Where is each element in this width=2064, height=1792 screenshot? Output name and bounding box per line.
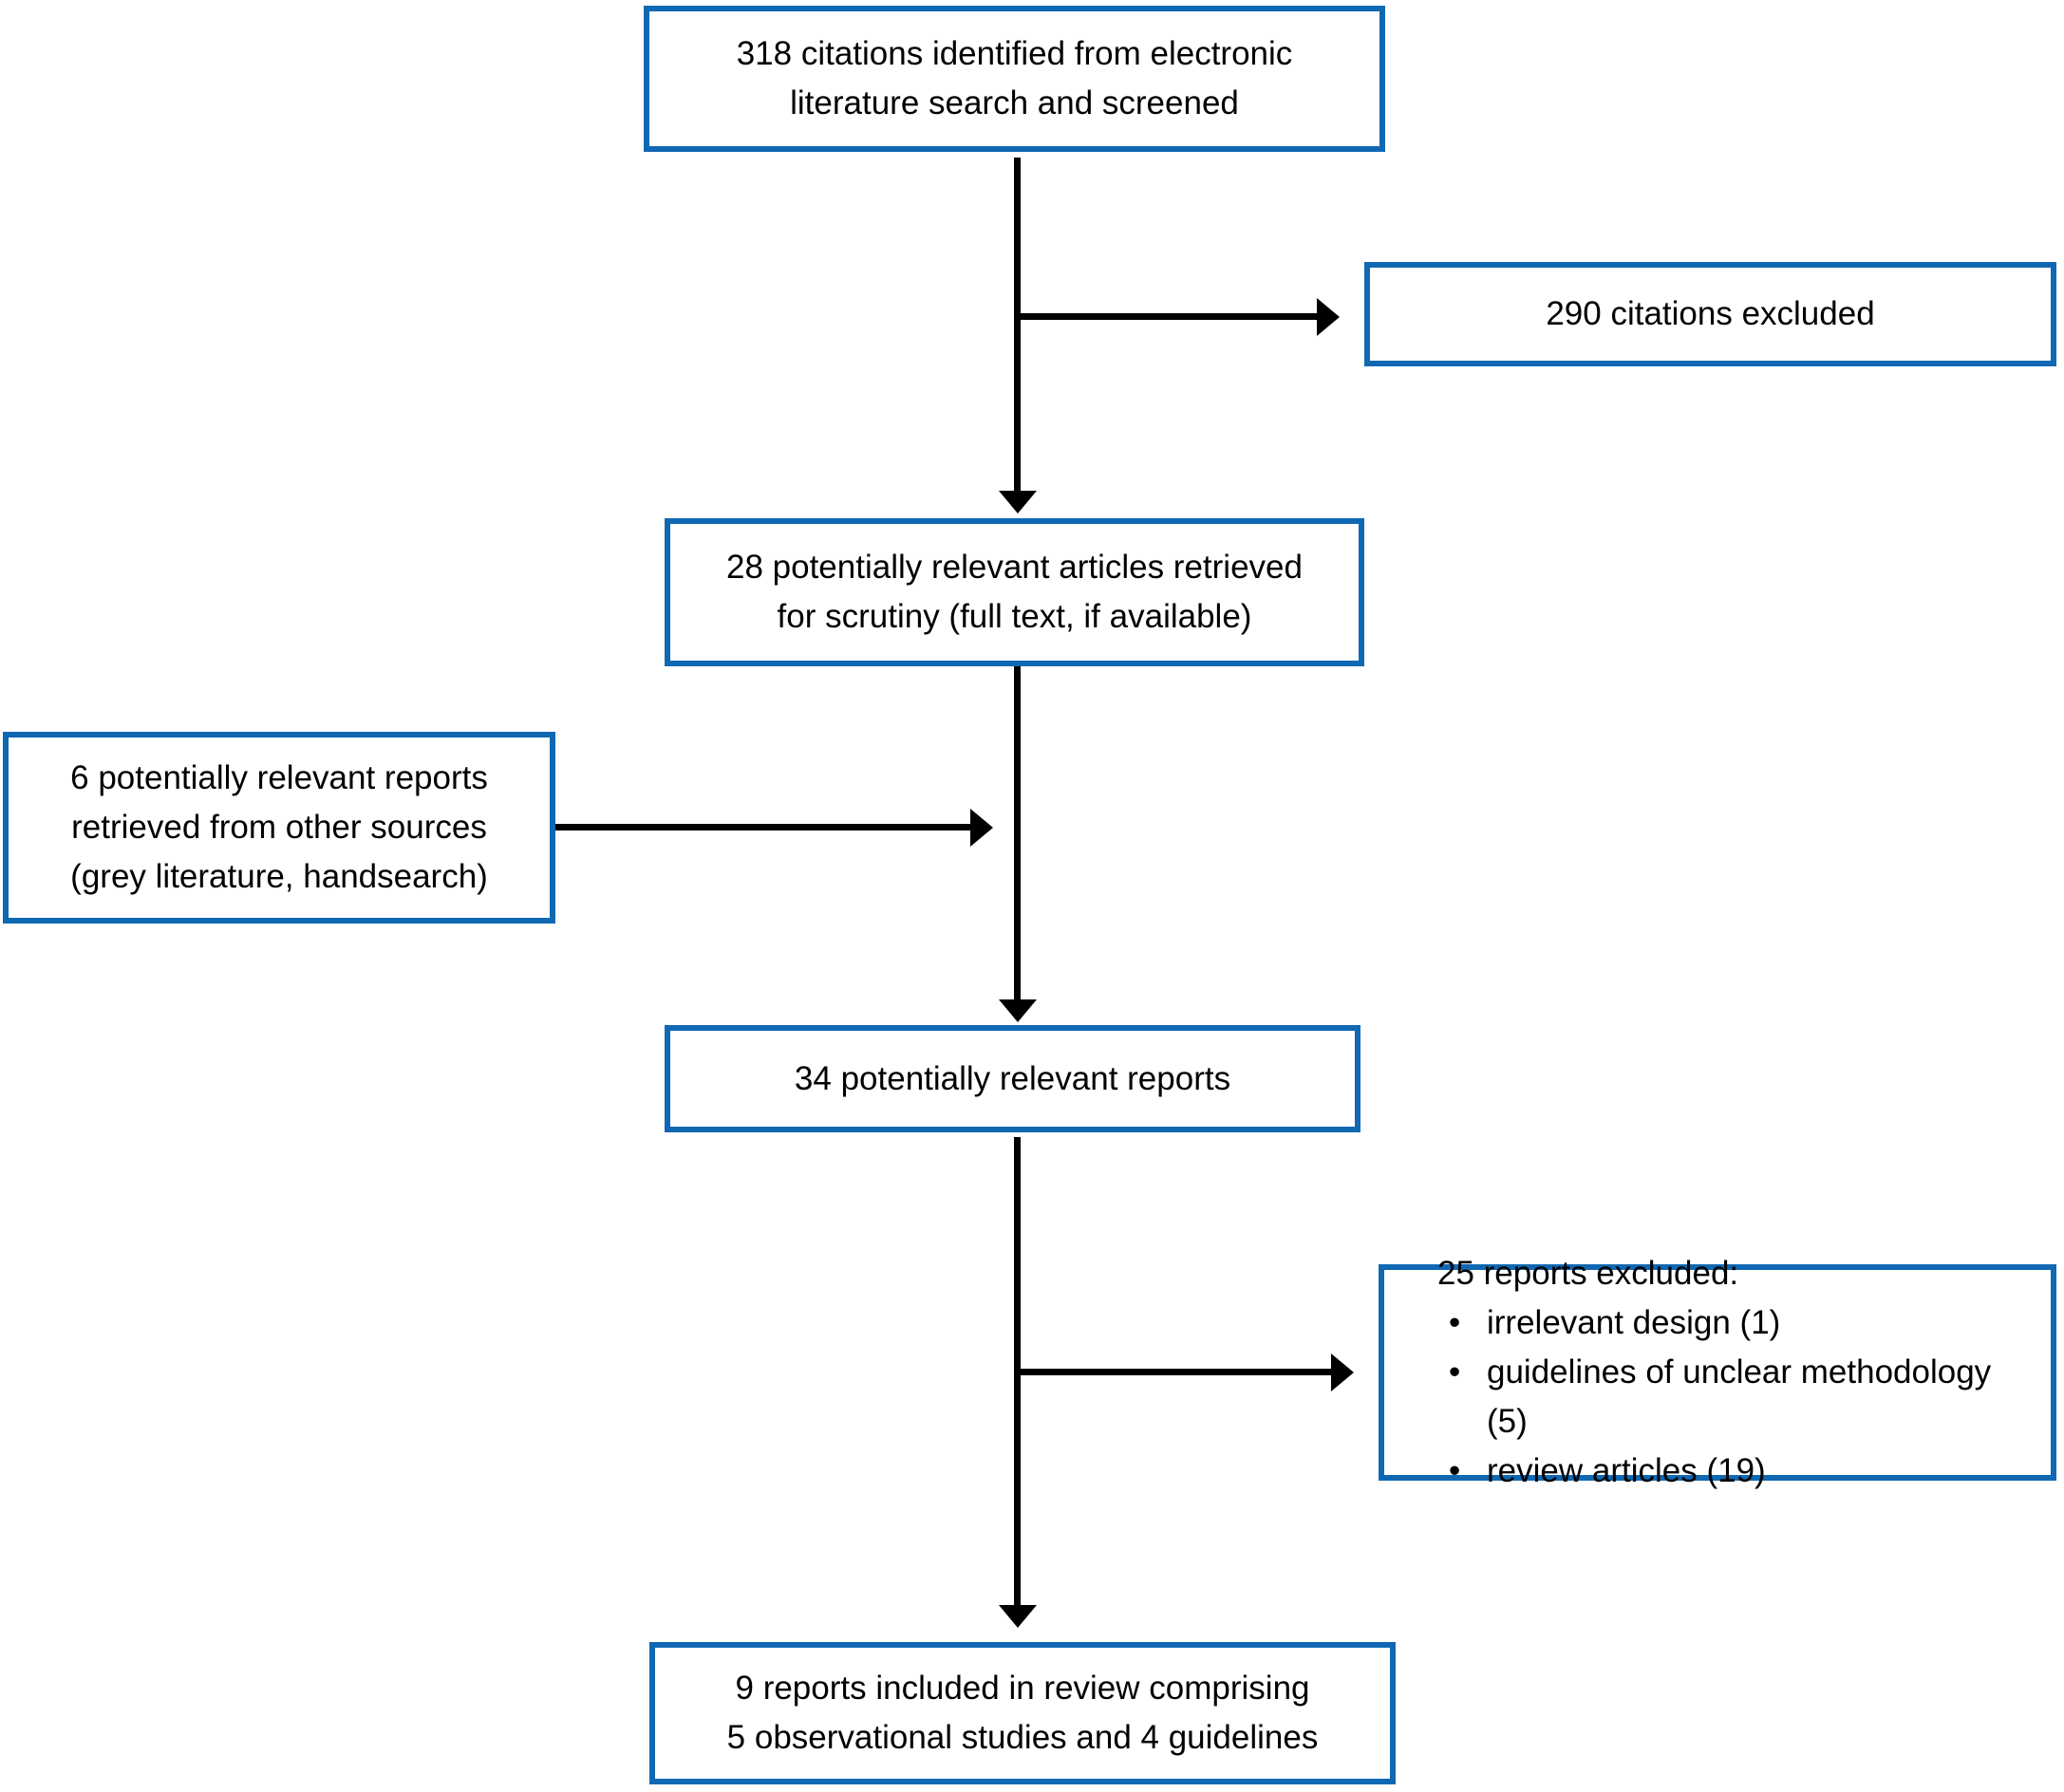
box-text-line: literature search and screened xyxy=(790,84,1239,121)
connector-other-sources-to-flow xyxy=(555,824,970,831)
connector-combined-to-included xyxy=(1014,1137,1021,1605)
excluded-reason-text: review articles (19) xyxy=(1487,1452,1766,1489)
box-text-line: 28 potentially relevant articles retriev… xyxy=(726,549,1303,586)
excluded-reason-item: • guidelines of unclear methodology (5) xyxy=(1437,1348,2037,1447)
box-other-sources: 6 potentially relevant reports retrieved… xyxy=(3,732,555,924)
connector-retrieved-to-combined xyxy=(1014,666,1021,999)
arrowhead-right-icon xyxy=(1331,1353,1354,1391)
box-citations-excluded: 290 citations excluded xyxy=(1364,262,2056,366)
box-text-line: 318 citations identified from electronic xyxy=(736,35,1293,72)
arrowhead-down-icon xyxy=(999,491,1037,513)
excluded-reason-item: • irrelevant design (1) xyxy=(1437,1298,1780,1348)
box-relevant-reports: 34 potentially relevant reports xyxy=(665,1025,1360,1132)
box-articles-retrieved: 28 potentially relevant articles retriev… xyxy=(665,518,1364,666)
box-text-line: 290 citations excluded xyxy=(1546,295,1875,332)
box-text-line: 6 potentially relevant reports xyxy=(70,759,488,796)
arrowhead-down-icon xyxy=(999,1605,1037,1628)
arrowhead-right-icon xyxy=(1317,298,1340,336)
bullet-icon: • xyxy=(1449,1452,1461,1489)
box-reports-excluded: 25 reports excluded: • irrelevant design… xyxy=(1379,1255,2056,1489)
bullet-icon: • xyxy=(1449,1353,1461,1391)
excluded-reason-item: • review articles (19) xyxy=(1437,1447,1766,1496)
box-text-line: 34 potentially relevant reports xyxy=(794,1059,1231,1097)
connector-identified-to-retrieved xyxy=(1014,158,1021,491)
excluded-reason-text: irrelevant design (1) xyxy=(1487,1304,1781,1341)
excluded-reports-title: 25 reports excluded: xyxy=(1437,1255,1739,1292)
box-reports-included: 9 reports included in review comprising … xyxy=(649,1642,1396,1784)
arrowhead-down-icon xyxy=(999,999,1037,1022)
connector-branch-to-citations-excluded xyxy=(1018,313,1317,320)
box-text-line: retrieved from other sources xyxy=(71,809,487,846)
connector-branch-to-reports-excluded xyxy=(1018,1369,1331,1375)
box-text-line: 5 observational studies and 4 guidelines xyxy=(726,1719,1319,1756)
box-text-line: for scrutiny (full text, if available) xyxy=(777,598,1252,635)
arrowhead-right-icon xyxy=(970,809,993,847)
bullet-icon: • xyxy=(1449,1304,1461,1341)
box-citations-identified: 318 citations identified from electronic… xyxy=(644,6,1385,152)
box-text-line: 9 reports included in review comprising xyxy=(735,1670,1310,1707)
box-text-line: (grey literature, handsearch) xyxy=(70,858,488,895)
excluded-reason-text: guidelines of unclear methodology (5) xyxy=(1487,1353,1992,1440)
